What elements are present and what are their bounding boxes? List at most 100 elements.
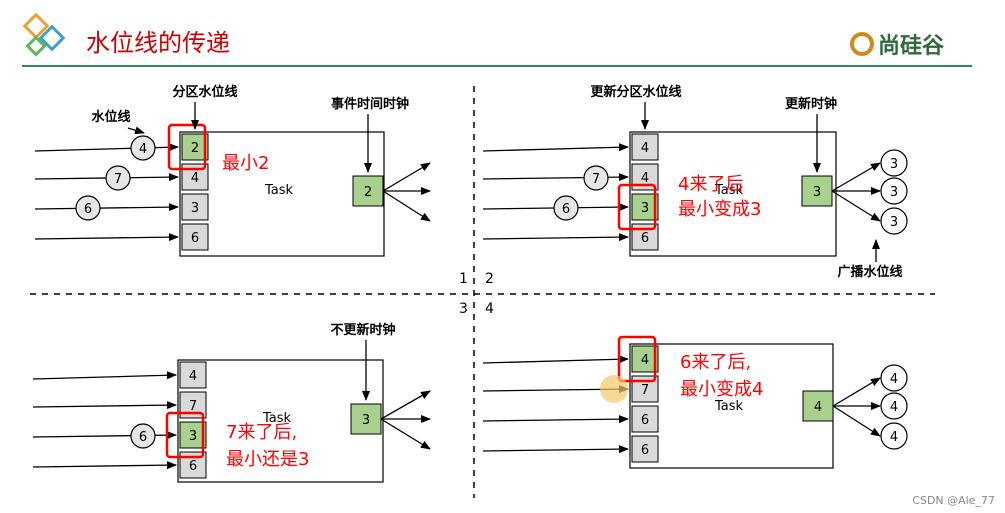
task-box	[179, 131, 385, 257]
clock-label: 更新时钟	[785, 96, 837, 112]
partition-cell	[631, 405, 659, 433]
partition-watermark-value: 4	[189, 369, 197, 384]
min-watermark-highlight	[165, 411, 205, 459]
task-label: Task	[714, 183, 744, 198]
min-watermark-highlight	[167, 123, 207, 171]
label-pointer-arrow	[127, 126, 145, 135]
page-title: 水位线的传递	[86, 29, 230, 57]
input-stream-arrow	[482, 445, 629, 454]
annotation-note: 最小变成3	[678, 199, 761, 220]
partition-cell	[181, 133, 209, 161]
event-time-clock-value: 4	[814, 400, 822, 415]
event-time-clock	[802, 390, 834, 422]
input-watermark-circle	[130, 423, 156, 449]
partition-watermark-value: 4	[641, 141, 649, 156]
partition-cell	[631, 133, 659, 161]
partition-cell	[631, 435, 659, 463]
task-box	[629, 343, 834, 469]
input-watermark-circle	[105, 165, 131, 191]
input-stream-arrow	[32, 401, 177, 410]
broadcast-arrow	[831, 190, 881, 222]
input-watermark-value: 7	[592, 172, 600, 187]
annotation-note: 6来了后,	[680, 352, 751, 373]
event-time-clock-value: 2	[364, 185, 372, 200]
partition-watermark-value: 6	[641, 231, 649, 246]
input-stream-arrow	[34, 233, 179, 242]
output-watermark-circle	[880, 177, 908, 205]
partition-cell	[179, 421, 207, 449]
cursor-highlight	[600, 375, 628, 403]
output-watermark-value: 4	[890, 400, 898, 415]
broadcast-arrow	[382, 162, 431, 192]
partition-watermark-value: 3	[189, 429, 197, 444]
output-watermark-circle	[880, 364, 908, 392]
partition-cell	[631, 345, 659, 373]
input-watermark-value: 6	[562, 202, 570, 217]
partition-watermark-value: 4	[641, 353, 649, 368]
clock-label: 事件时间时钟	[331, 96, 409, 112]
partition-cell	[181, 223, 209, 251]
partition-watermark-value: 4	[191, 171, 199, 186]
partition-cell	[179, 361, 207, 389]
quadrant-label-2: 2	[485, 271, 494, 287]
task-label: Task	[262, 411, 292, 426]
output-watermark-value: 4	[890, 430, 898, 445]
input-stream-arrow	[34, 203, 179, 212]
input-watermark-value: 6	[84, 202, 92, 217]
partition-watermark-value: 6	[641, 413, 649, 428]
brand-u-icon	[850, 32, 874, 56]
output-watermark-value: 3	[890, 157, 898, 172]
task-label: Task	[714, 399, 744, 414]
input-stream-arrow	[482, 415, 629, 424]
partition-watermark-value: 2	[191, 141, 199, 156]
min-watermark-highlight	[617, 335, 657, 383]
partition-watermark-value: 7	[641, 383, 649, 398]
watermark-label: 水位线	[91, 109, 130, 125]
task-label: Task	[264, 183, 294, 198]
annotation-note: 最小还是3	[226, 449, 309, 470]
partition-watermark-value: 4	[641, 171, 649, 186]
partition-watermark-label: 分区水位线	[172, 84, 237, 100]
brand-name: 尚硅谷	[878, 34, 945, 59]
input-watermark-circle	[75, 195, 101, 221]
event-time-clock-value: 3	[362, 413, 370, 428]
input-watermark-circle	[583, 165, 609, 191]
partition-watermark-value: 3	[641, 201, 649, 216]
partition-watermark-value: 6	[641, 443, 649, 458]
broadcast-arrow	[380, 390, 431, 420]
header: 水位线的传递 尚硅谷	[22, 12, 972, 67]
broadcast-arrow	[380, 418, 431, 450]
quadrant-label-4: 4	[485, 301, 494, 317]
annotation-note: 最小2	[222, 153, 269, 174]
input-watermark-circle	[130, 135, 156, 161]
partition-cell	[631, 193, 659, 221]
input-stream-arrow	[32, 371, 177, 380]
output-watermark-value: 4	[890, 372, 898, 387]
output-watermark-circle	[880, 149, 908, 177]
annotation-note: 7来了后,	[226, 422, 297, 443]
partition-cell	[181, 193, 209, 221]
input-stream-arrow	[482, 233, 629, 242]
output-watermark-value: 3	[890, 215, 898, 230]
partition-watermark-value: 6	[191, 231, 199, 246]
broadcast-label: 广播水位线	[837, 264, 902, 280]
input-watermark-value: 4	[139, 142, 147, 157]
output-watermark-circle	[880, 392, 908, 420]
input-watermark-value: 6	[139, 430, 147, 445]
partition-watermark-value: 3	[191, 201, 199, 216]
input-watermark-circle	[553, 195, 579, 221]
footer-credit: CSDN @Ale_77	[912, 494, 995, 507]
task-box	[177, 359, 384, 483]
broadcast-arrow	[832, 377, 881, 407]
annotation-note: 4来了后	[678, 174, 743, 195]
partition-watermark-value: 7	[189, 399, 197, 414]
input-watermark-value: 7	[114, 172, 122, 187]
broadcast-arrow	[382, 190, 431, 222]
min-watermark-highlight	[617, 183, 657, 231]
event-time-clock-value: 3	[813, 185, 821, 200]
broadcast-arrow	[832, 405, 881, 437]
